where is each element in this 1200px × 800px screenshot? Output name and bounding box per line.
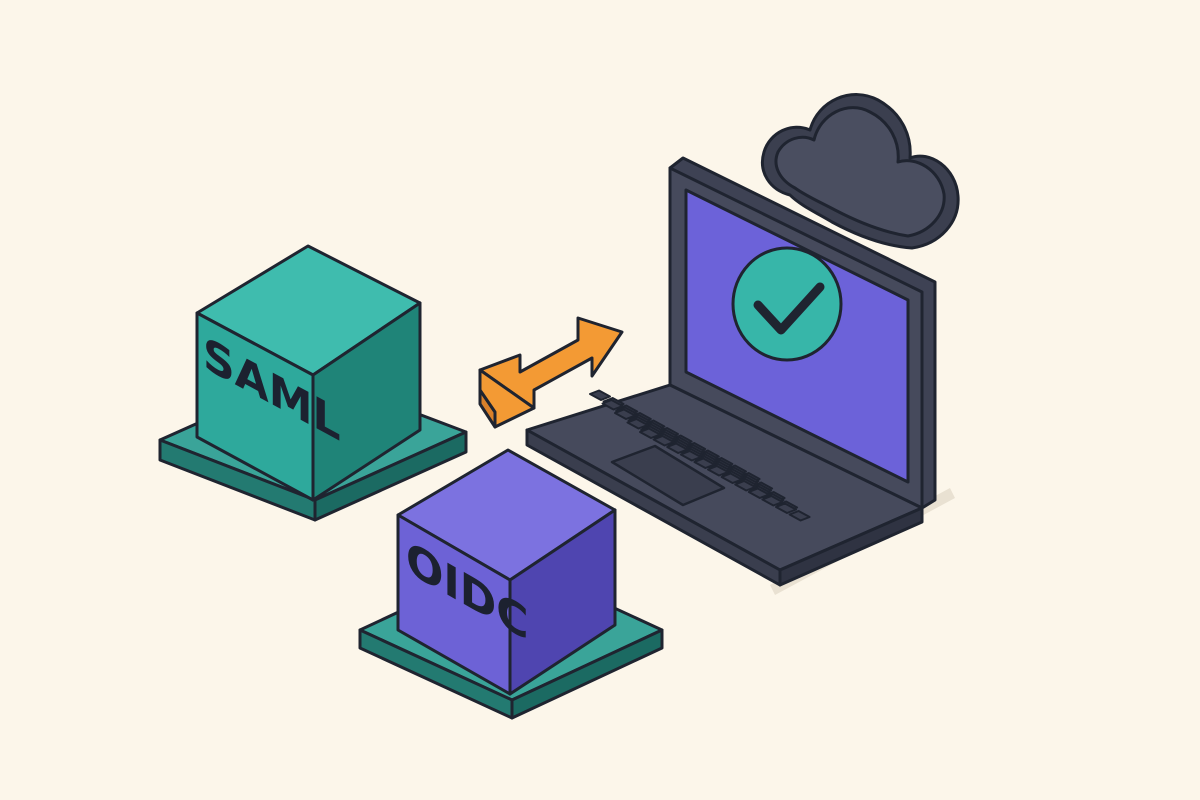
keyboard-key: [589, 389, 611, 401]
keyboard-key: [652, 435, 675, 447]
keyboard-key: [666, 442, 689, 454]
keyboard-key: [614, 408, 636, 420]
checkmark-icon: [731, 246, 843, 362]
double-arrow-icon: [478, 316, 624, 429]
keyboard-key: [707, 465, 729, 477]
keyboard-key: [734, 480, 757, 492]
keyboard-key: [788, 510, 811, 522]
keyboard-key: [626, 418, 649, 430]
keyboard-key: [693, 457, 716, 469]
keyboard-key: [775, 502, 797, 514]
trackpad: [610, 444, 726, 507]
keyboard-key: [747, 487, 770, 499]
cloud-icon: [761, 93, 960, 250]
keyboard-key: [679, 450, 702, 462]
keyboard: [589, 389, 811, 522]
oidc-block: OIDC: [358, 448, 664, 720]
keyboard-key: [761, 495, 784, 507]
saml-cube-right: [311, 301, 422, 502]
keyboard-key: [720, 472, 743, 484]
keyboard-key: [601, 399, 624, 411]
saml-block: SAML: [158, 244, 468, 522]
keyboard-key: [639, 427, 661, 439]
oidc-cube-right: [508, 508, 617, 696]
